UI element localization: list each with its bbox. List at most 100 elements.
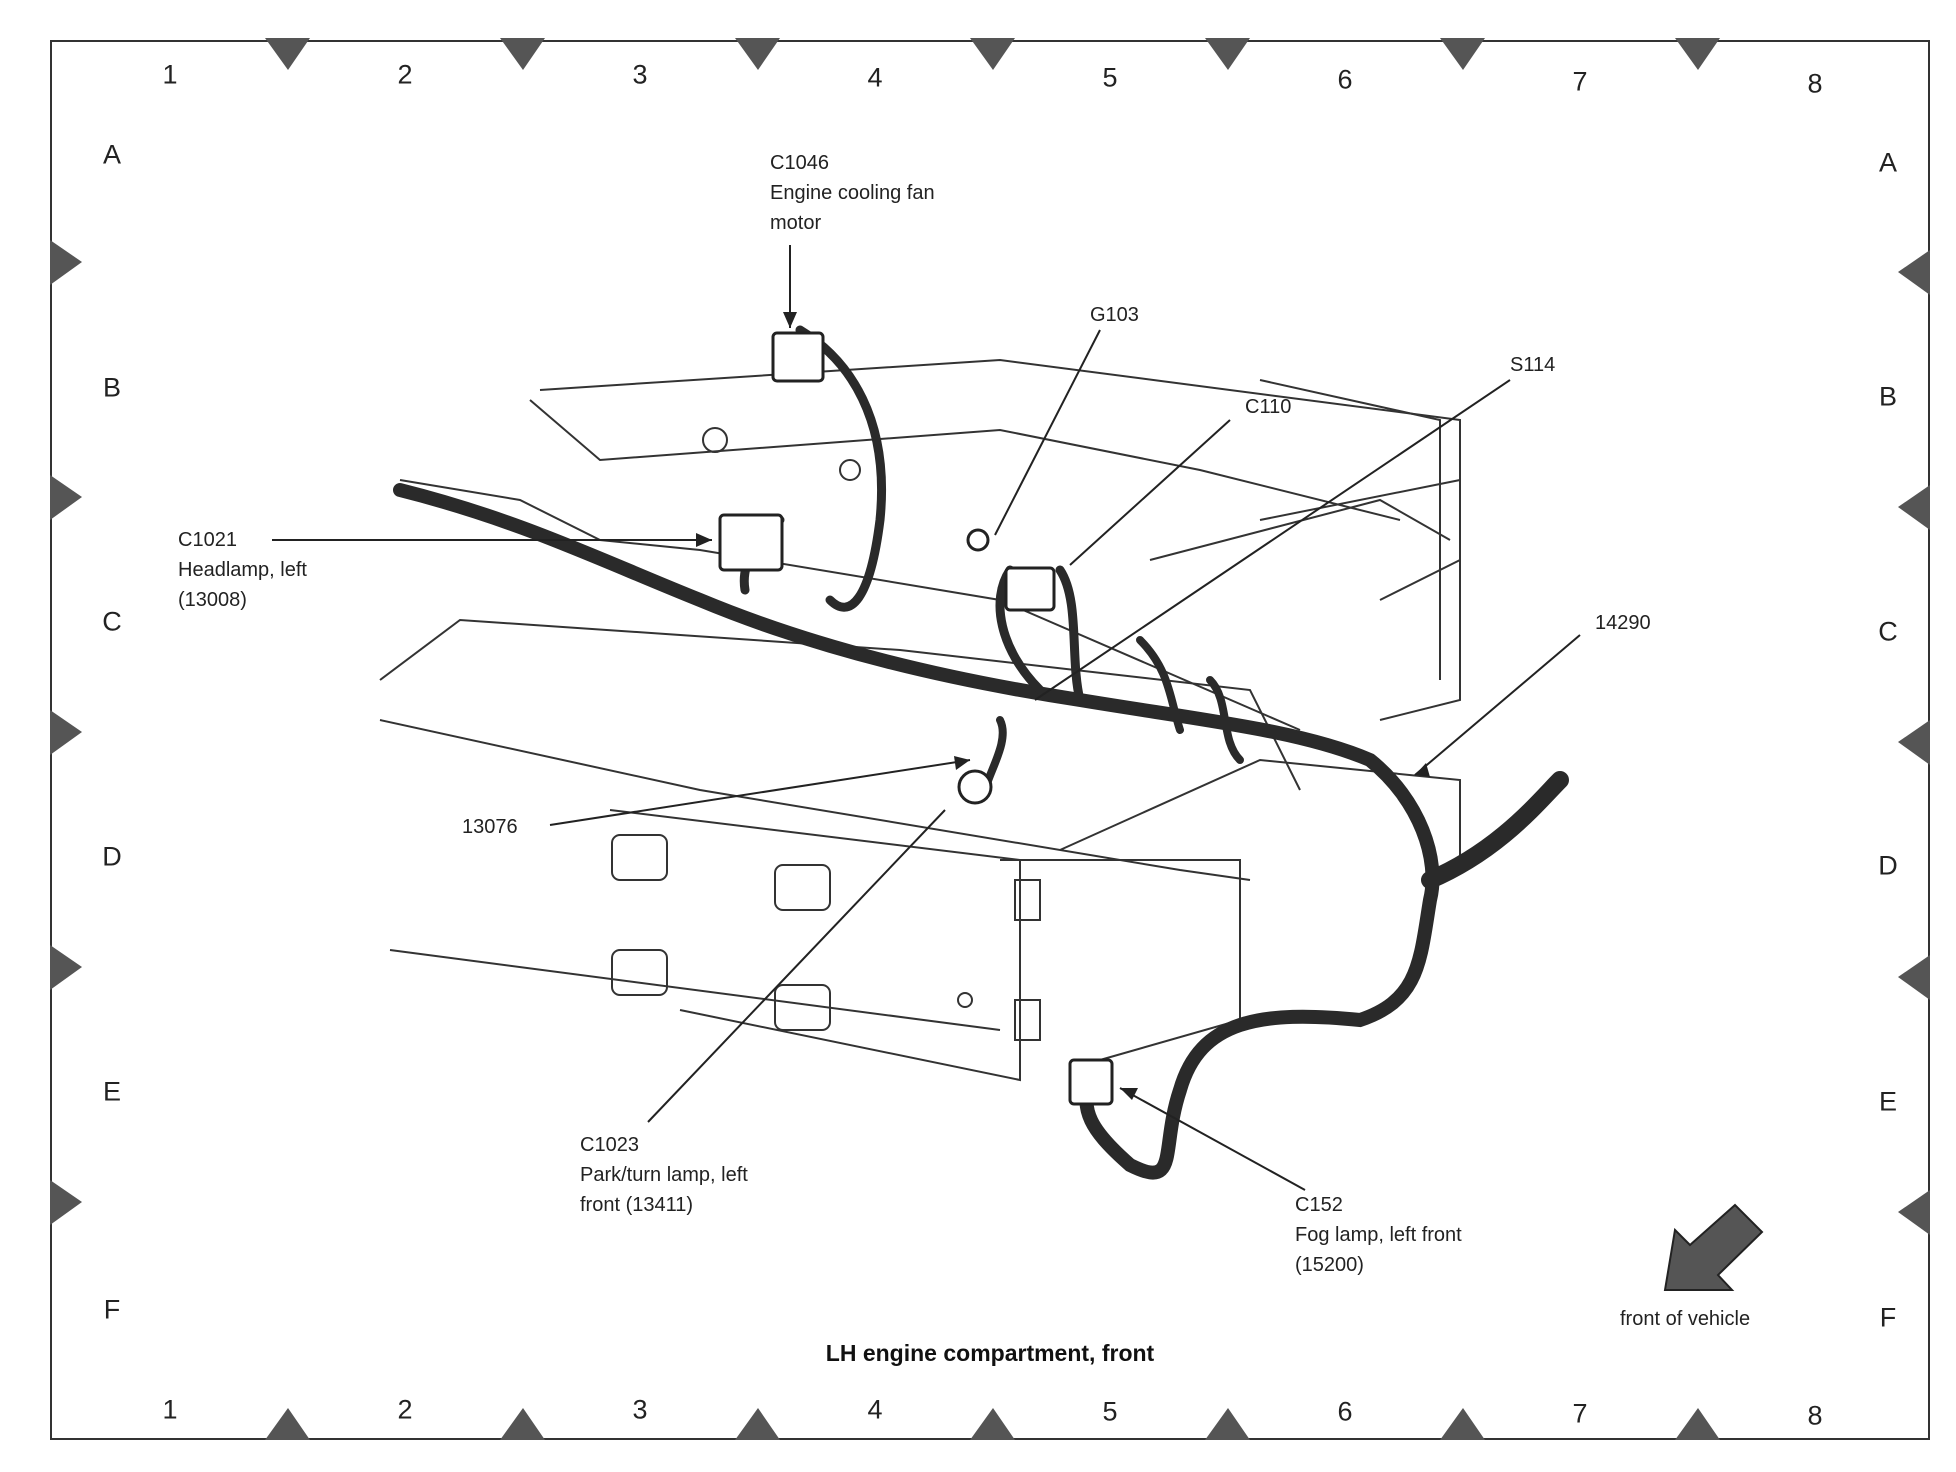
callout-desc: (15200) (1295, 1254, 1364, 1276)
leader-lines (272, 245, 1581, 1191)
wiring-harness (393, 325, 1569, 1180)
grid-row-left: D (102, 841, 122, 872)
grid-col-top: 2 (397, 59, 413, 90)
edge-marker-left (50, 1180, 82, 1225)
grid-row-right: A (1878, 147, 1898, 178)
edge-marker-top (1675, 38, 1720, 70)
leader-arrowheads (696, 312, 1430, 1100)
grid-col-bottom: 8 (1807, 1400, 1823, 1431)
edge-marker-right (1898, 485, 1930, 530)
connectors (718, 331, 1114, 1106)
grid-col-top: 6 (1337, 64, 1353, 95)
grid-col-top: 3 (632, 59, 648, 90)
structure-slot (611, 834, 668, 881)
leader-14290 (1414, 634, 1581, 776)
edge-marker-bottom (500, 1408, 545, 1440)
edge-marker-bottom (1675, 1408, 1720, 1440)
callout-c1023: C1023 Park/turn lamp, left front (13411) (580, 1130, 748, 1220)
grid-row-left: C (102, 606, 122, 637)
callout-s114: S114 (1510, 350, 1555, 380)
grid-row-right: E (1878, 1086, 1898, 1117)
front-of-vehicle-label: front of vehicle (1620, 1308, 1751, 1330)
leader-c152 (1119, 1087, 1306, 1191)
edge-markers (50, 38, 1930, 1440)
edge-marker-right (1898, 720, 1930, 765)
edge-marker-right (1898, 250, 1930, 295)
connector-c1023 (957, 769, 993, 805)
grid-row-right: C (1878, 616, 1898, 647)
edge-marker-top (735, 38, 780, 70)
structure-slot (1014, 999, 1041, 1041)
edge-marker-top (265, 38, 310, 70)
structure-slot (774, 864, 831, 911)
callout-desc: (13008) (178, 589, 247, 611)
callout-desc: motor (770, 212, 822, 234)
grid-col-bottom: 7 (1572, 1398, 1588, 1429)
callout-id: G103 (1090, 304, 1139, 326)
grid-row-right: D (1878, 850, 1898, 881)
edge-marker-bottom (735, 1408, 780, 1440)
structure-slot (1014, 879, 1041, 921)
callout-desc: Engine cooling fan (770, 182, 935, 204)
radiator-support-structure (379, 358, 1461, 1082)
callout-c1046: C1046 Engine cooling fan motor (770, 148, 935, 238)
callout-id: S114 (1510, 354, 1556, 376)
callout-id: C1046 (770, 152, 829, 174)
leader-s114 (1034, 379, 1511, 701)
edge-marker-left (50, 710, 82, 755)
grid-col-top: 5 (1102, 62, 1118, 93)
grid-row-right: F (1879, 1302, 1897, 1333)
grid-row-right: B (1878, 381, 1898, 412)
edge-marker-bottom (265, 1408, 310, 1440)
callout-c110: C110 (1245, 392, 1291, 422)
callout-14290: 14290 (1595, 608, 1651, 638)
callout-13076: 13076 (462, 812, 518, 842)
grid-col-bottom: 3 (632, 1394, 648, 1425)
structure-bolt (957, 992, 973, 1008)
grid-col-top: 4 (867, 62, 883, 93)
callout-id: C152 (1295, 1194, 1343, 1216)
front-of-vehicle-arrow-icon (1663, 1203, 1764, 1291)
edge-marker-top (1440, 38, 1485, 70)
callout-id: C110 (1245, 396, 1292, 418)
grid-col-bottom: 6 (1337, 1396, 1353, 1427)
grid-row-left: A (102, 139, 122, 170)
leader-13076 (549, 759, 971, 826)
callout-id: C1021 (178, 529, 237, 551)
callout-c1021: C1021 Headlamp, left (13008) (178, 525, 307, 615)
grid-col-top: 1 (162, 59, 178, 90)
grid-row-left: F (103, 1294, 121, 1325)
callout-id: C1023 (580, 1134, 639, 1156)
edge-marker-top (1205, 38, 1250, 70)
leader-c1023 (647, 809, 946, 1123)
grid-col-bottom: 1 (162, 1394, 178, 1425)
callout-id: 14290 (1595, 612, 1651, 634)
edge-marker-right (1898, 955, 1930, 1000)
leader-c110 (1069, 419, 1231, 566)
structure-slot (611, 949, 668, 996)
edge-marker-left (50, 240, 82, 285)
connector-c1046 (771, 331, 825, 383)
callout-desc: Park/turn lamp, left (580, 1164, 748, 1186)
edge-marker-left (50, 475, 82, 520)
edge-marker-top (970, 38, 1015, 70)
edge-marker-bottom (1440, 1408, 1485, 1440)
connector-c1021 (718, 513, 784, 572)
grid-col-bottom: 5 (1102, 1396, 1118, 1427)
grid-col-top: 8 (1807, 68, 1823, 99)
callout-desc: Headlamp, left (178, 559, 307, 581)
grid-col-bottom: 2 (397, 1394, 413, 1425)
callout-id: 13076 (462, 816, 518, 838)
edge-marker-bottom (970, 1408, 1015, 1440)
edge-marker-bottom (1205, 1408, 1250, 1440)
callout-c152: C152 Fog lamp, left front (15200) (1295, 1190, 1462, 1280)
ground-g103 (966, 528, 990, 552)
structure-bolt (839, 459, 861, 481)
edge-marker-right (1898, 1190, 1930, 1235)
connector-c152 (1068, 1058, 1114, 1106)
structure-bolt (702, 427, 728, 453)
structure-slot (774, 984, 831, 1031)
grid-row-left: B (102, 372, 122, 403)
edge-marker-top (500, 38, 545, 70)
